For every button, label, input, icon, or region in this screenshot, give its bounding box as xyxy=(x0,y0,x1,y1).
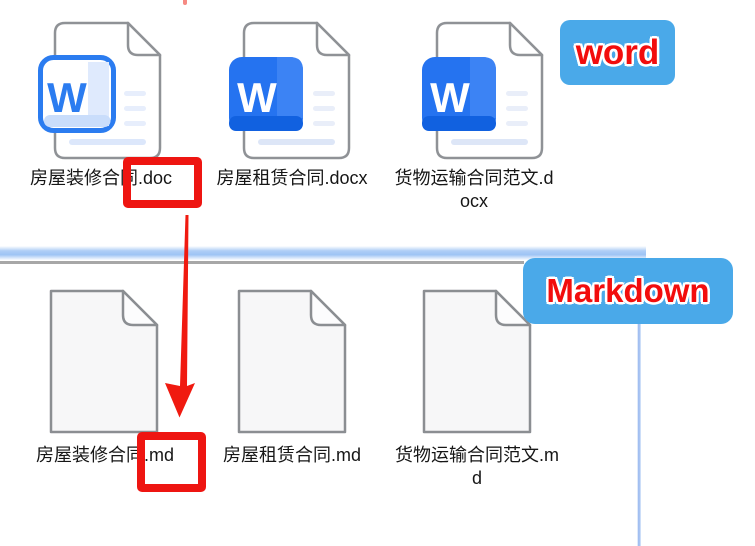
svg-text:W: W xyxy=(430,74,470,121)
doc-extension-highlight-box xyxy=(123,157,202,208)
file-name-word-docx-1: 房屋租赁合同.docx xyxy=(216,168,368,188)
file-name-word-docx-2: 货物运输合同范文.docx xyxy=(394,168,554,211)
word-badge: word xyxy=(560,20,675,85)
md-file-icon xyxy=(49,289,159,434)
window-edge-glow xyxy=(0,246,646,260)
word-app-tile-outline: W xyxy=(38,55,116,133)
file-item-word-doc[interactable]: W 房屋装修合同.doc xyxy=(16,15,186,220)
word-app-tile-solid: W xyxy=(422,57,496,131)
svg-text:W: W xyxy=(237,74,277,121)
md-extension-highlight-box xyxy=(137,432,206,492)
word-doc-file-icon: W xyxy=(38,21,162,160)
svg-text:W: W xyxy=(47,74,87,121)
file-item-word-docx-2[interactable]: W 货物运输合同范文.docx xyxy=(389,15,559,220)
file-item-md-2[interactable]: 房屋租赁合同.md xyxy=(207,289,377,494)
file-name-md-2: 房屋租赁合同.md xyxy=(222,445,361,465)
md-file-icon xyxy=(237,289,347,434)
markdown-badge: Markdown xyxy=(523,258,733,324)
red-annotation-tick xyxy=(183,0,187,5)
md-file-icon xyxy=(422,289,532,434)
file-name-word-doc: 房屋装修合同.doc xyxy=(29,168,173,188)
file-item-word-docx-1[interactable]: W 房屋租赁合同.docx xyxy=(207,15,377,220)
file-name-md-3: 货物运输合同范文.md xyxy=(395,445,559,488)
file-item-md-3[interactable]: 货物运输合同范文.md xyxy=(392,289,562,494)
word-docx-file-icon: W xyxy=(229,21,351,160)
window-edge-vertical xyxy=(637,322,641,546)
word-app-tile-solid: W xyxy=(229,57,303,131)
window-edge-line xyxy=(0,261,524,264)
word-docx-file-icon: W xyxy=(422,21,544,160)
